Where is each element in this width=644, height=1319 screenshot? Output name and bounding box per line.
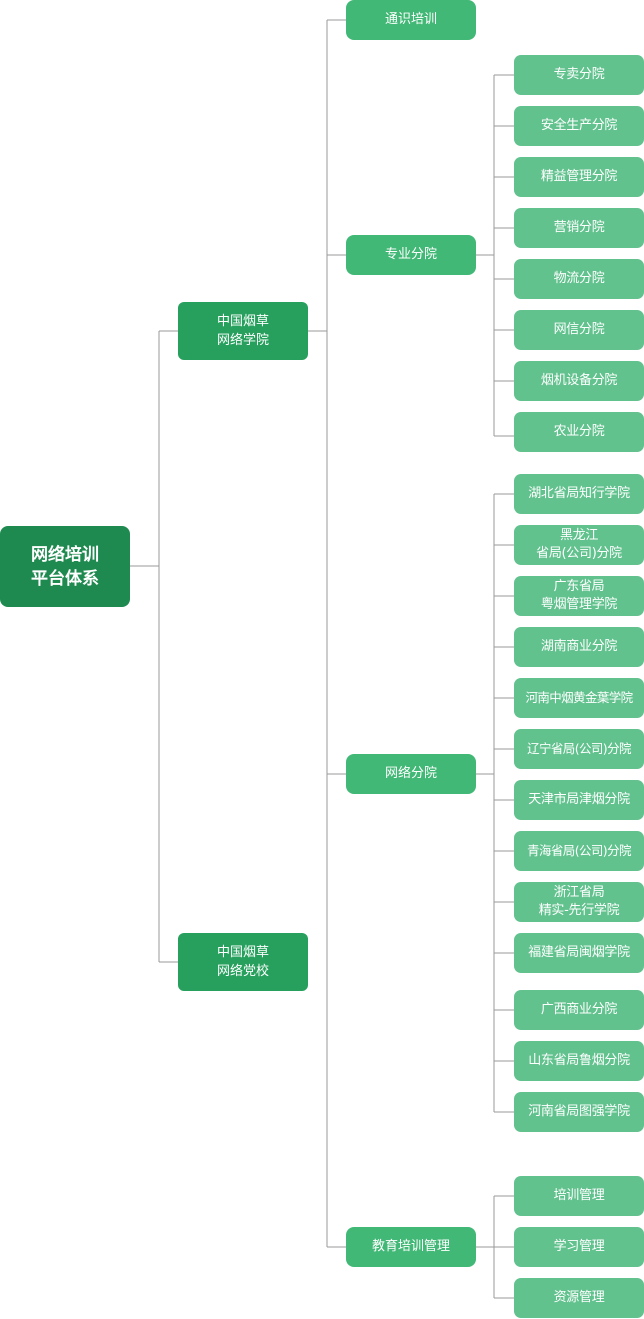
professional-item: 烟机设备分院 [514,361,644,401]
network-item: 天津市局津烟分院 [514,780,644,820]
network-item: 广西商业分院 [514,990,644,1030]
root-node: 网络培训 平台体系 [0,526,130,607]
network-item: 湖北省局知行学院 [514,474,644,514]
network-item: 广东省局 粤烟管理学院 [514,576,644,616]
general-training-node: 通识培训 [346,0,476,40]
network-branch-node: 网络分院 [346,754,476,794]
academy-node: 中国烟草 网络学院 [178,302,308,360]
network-item: 浙江省局 精实-先行学院 [514,882,644,922]
professional-item: 安全生产分院 [514,106,644,146]
training-management-node: 教育培训管理 [346,1227,476,1267]
network-item: 河南中烟黄金葉学院 [514,678,644,718]
management-item: 培训管理 [514,1176,644,1216]
network-item: 河南省局图强学院 [514,1092,644,1132]
network-item: 湖南商业分院 [514,627,644,667]
network-item: 黑龙江 省局(公司)分院 [514,525,644,565]
party-school-node: 中国烟草 网络党校 [178,933,308,991]
network-item: 福建省局闽烟学院 [514,933,644,973]
management-item: 学习管理 [514,1227,644,1267]
professional-item: 网信分院 [514,310,644,350]
professional-item: 营销分院 [514,208,644,248]
network-item: 辽宁省局(公司)分院 [514,729,644,769]
professional-item: 精益管理分院 [514,157,644,197]
professional-item: 专卖分院 [514,55,644,95]
professional-branch-node: 专业分院 [346,235,476,275]
management-item: 资源管理 [514,1278,644,1318]
professional-item: 农业分院 [514,412,644,452]
professional-item: 物流分院 [514,259,644,299]
network-item: 山东省局鲁烟分院 [514,1041,644,1081]
network-item: 青海省局(公司)分院 [514,831,644,871]
